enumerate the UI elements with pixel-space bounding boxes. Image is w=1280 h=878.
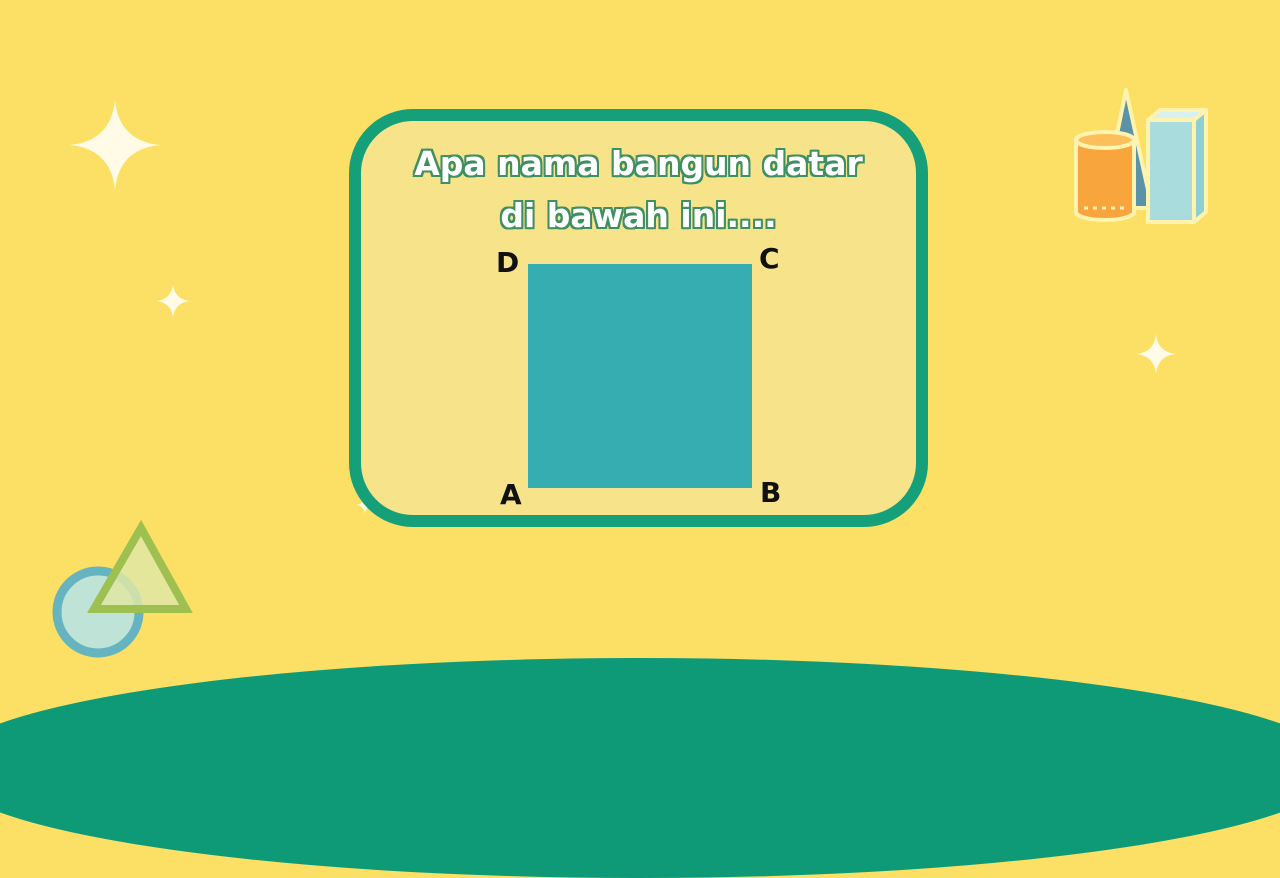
shapes-bottom-left	[52, 519, 193, 658]
vertex-label-b: B	[760, 476, 782, 509]
question-line-1: Apa nama bangun datar	[414, 144, 863, 183]
ground-arc	[0, 658, 1280, 878]
square-shape	[528, 264, 752, 488]
vertex-label-d: D	[496, 246, 520, 279]
question-line-2: di bawah ini....	[500, 196, 777, 235]
3d-shapes-group	[1074, 88, 1208, 224]
triangle-icon	[87, 519, 193, 613]
question-title: Apa nama bangun datar di bawah ini....	[349, 138, 928, 242]
sparkle-icon	[1136, 334, 1176, 374]
cylinder-icon	[1074, 130, 1136, 222]
vertex-label-c: C	[759, 242, 780, 275]
sparkle-icon	[70, 100, 160, 190]
prism-icon	[1146, 108, 1208, 224]
vertex-label-a: A	[500, 478, 522, 511]
sparkle-icon	[156, 284, 190, 318]
